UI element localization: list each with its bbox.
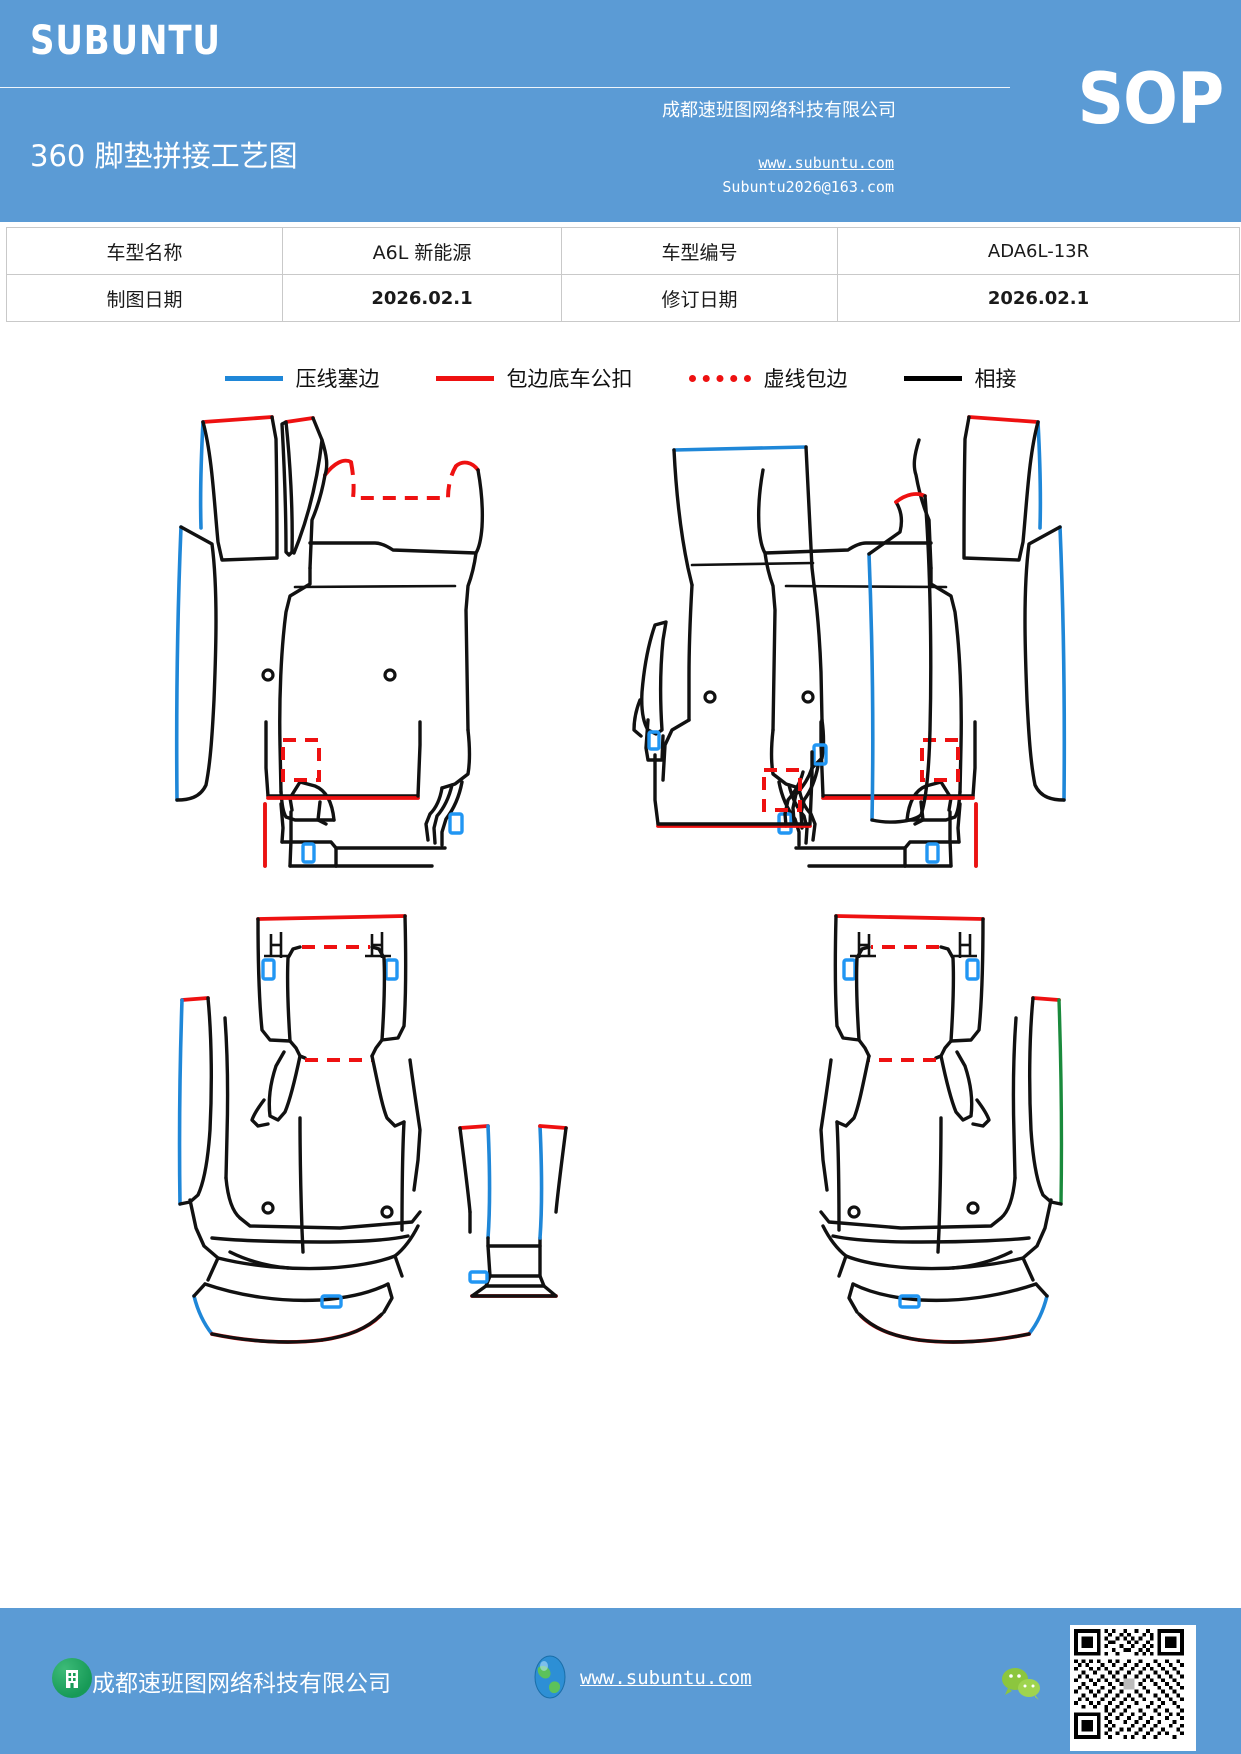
- stop-symbol-left: [951, 932, 977, 958]
- grommet-hole: [847, 1205, 861, 1219]
- part-front-left-mat: [174, 415, 485, 868]
- globe-icon: [532, 1654, 568, 1700]
- table-row: 制图日期 2026.02.1 修订日期 2026.02.1: [6, 274, 1240, 322]
- legend-item-edge-binding-clip: 包边底车公扣: [435, 363, 633, 393]
- legend-item-joint: 相接: [903, 363, 1017, 393]
- stop-symbol-right: [365, 932, 391, 958]
- part-front-right-seat-mat: [632, 445, 933, 830]
- wechat-icon: [1000, 1666, 1044, 1702]
- brand-logo: SUBUNTU: [30, 18, 221, 64]
- legend-item-press-line: 压线塞边: [224, 363, 380, 393]
- footer-website-link[interactable]: www.subuntu.com: [580, 1667, 752, 1689]
- legend-label: 压线塞边: [295, 367, 380, 391]
- vehicle-info-table: 车型名称 A6L 新能源 车型编号 ADA6L-13R 制图日期 2026.02…: [6, 227, 1240, 322]
- model-code-label: 车型编号: [561, 227, 838, 275]
- part-rear-right-mat: [819, 914, 1064, 1344]
- clip-marker: [301, 842, 316, 864]
- footer-company-name: 成都速班图网络科技有限公司: [92, 1671, 391, 1697]
- clip-marker: [647, 730, 661, 751]
- part-rear-left-mat: [177, 914, 422, 1344]
- grommet-hole: [966, 1201, 980, 1215]
- floor-mat-technical-drawing: .ol { fill:none; stroke:#111; stroke-wid…: [0, 400, 1241, 1420]
- legend-item-dashed-binding: 虚线包边: [688, 363, 848, 393]
- legend: 压线塞边 包边底车公扣 虚线包边 相接: [0, 355, 1241, 401]
- header-company-name: 成都速班图网络科技有限公司: [662, 100, 896, 121]
- part-front-left-seat-mat: [261, 668, 397, 682]
- draw-date-label: 制图日期: [6, 274, 283, 322]
- clip-marker: [468, 1270, 489, 1284]
- part-front-right-mat: [756, 415, 1067, 868]
- qr-code: [1070, 1625, 1196, 1751]
- sop-badge: SOP: [1077, 58, 1223, 140]
- grommet-hole: [380, 1205, 394, 1219]
- dashed-binding-marker: [920, 738, 960, 782]
- stop-symbol-left: [264, 932, 290, 958]
- grommet-hole: [801, 690, 815, 704]
- grommet-hole: [383, 668, 397, 682]
- legend-label: 相接: [974, 367, 1017, 391]
- page-title: 360 脚垫拼接工艺图: [30, 139, 298, 173]
- clip-marker: [812, 743, 828, 766]
- dashed-binding-marker: [281, 738, 321, 782]
- legend-label: 包边底车公扣: [506, 367, 633, 391]
- part-front-left-lower-panel: [264, 720, 422, 800]
- clip-marker: [925, 842, 940, 864]
- building-icon: [52, 1658, 92, 1698]
- header-website-link[interactable]: www.subuntu.com: [758, 154, 894, 172]
- clip-marker: [898, 1294, 921, 1309]
- legend-label: 虚线包边: [763, 367, 848, 391]
- page-footer: 成都速班图网络科技有限公司 www.subuntu.com: [0, 1608, 1241, 1754]
- grommet-hole: [703, 690, 717, 704]
- draw-date-value: 2026.02.1: [282, 274, 562, 322]
- legend-swatch-black: [903, 375, 962, 381]
- header-divider: [0, 87, 1010, 88]
- clip-marker: [965, 958, 980, 981]
- legend-swatch-blue: [224, 375, 283, 381]
- model-name-value: A6L 新能源: [282, 227, 562, 275]
- model-code-value: ADA6L-13R: [837, 227, 1240, 275]
- legend-swatch-red: [435, 375, 494, 381]
- table-row: 车型名称 A6L 新能源 车型编号 ADA6L-13R: [6, 227, 1240, 275]
- clip-marker: [261, 958, 276, 981]
- clip-marker: [842, 958, 857, 981]
- header-email[interactable]: Subuntu2026@163.com: [722, 178, 894, 196]
- clip-marker: [384, 958, 399, 981]
- clip-marker: [320, 1294, 343, 1309]
- grommet-hole: [261, 668, 275, 682]
- legend-swatch-red-dotted: [688, 374, 751, 382]
- stop-symbol-right: [850, 932, 876, 958]
- revision-date-label: 修订日期: [561, 274, 838, 322]
- part-rear-center-tunnel-mat: [458, 1124, 568, 1298]
- page-header: SUBUNTU 360 脚垫拼接工艺图 成都速班图网络科技有限公司 www.su…: [0, 0, 1241, 222]
- dashed-binding-marker: [762, 768, 802, 812]
- model-name-label: 车型名称: [6, 227, 283, 275]
- revision-date-value: 2026.02.1: [837, 274, 1240, 322]
- grommet-hole: [261, 1201, 275, 1215]
- clip-marker: [448, 812, 464, 835]
